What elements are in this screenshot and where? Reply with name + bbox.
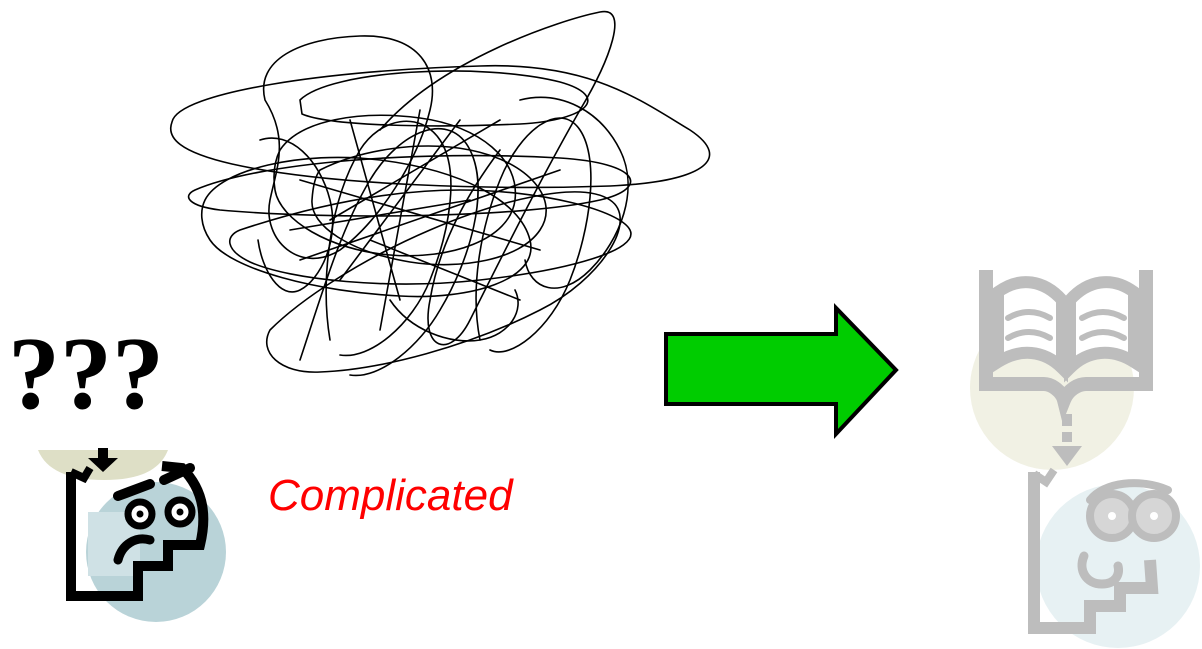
question-marks: ??? <box>8 316 164 431</box>
complicated-caption: Complicated <box>268 471 513 520</box>
open-book-icon <box>970 270 1153 470</box>
confused-head-icon <box>38 448 226 622</box>
right-arrow-icon <box>664 303 899 440</box>
calm-head-icon <box>1028 467 1200 648</box>
tangled-scribble-icon <box>170 10 711 377</box>
